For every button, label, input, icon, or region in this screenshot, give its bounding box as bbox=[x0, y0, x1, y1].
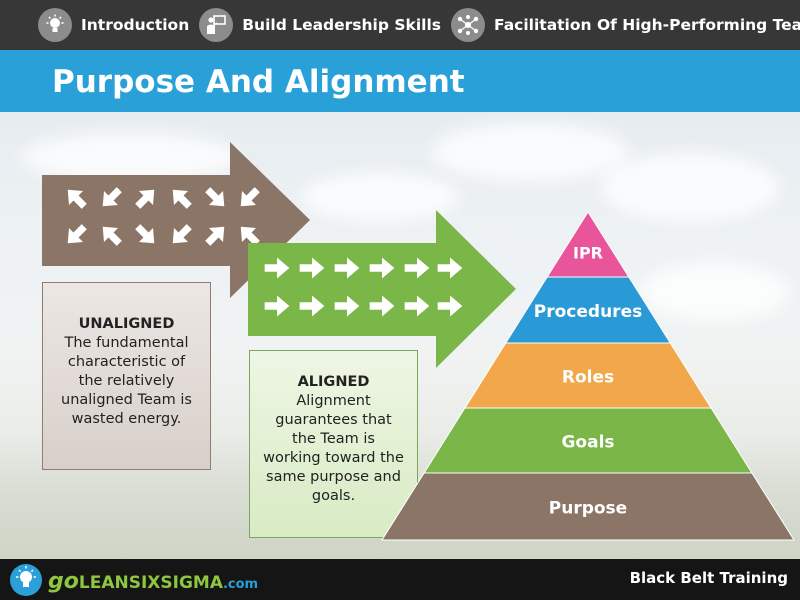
chaotic-arrow-icon bbox=[205, 187, 225, 207]
aligned-arrow-icon bbox=[299, 295, 325, 317]
aligned-arrow-icon bbox=[404, 257, 430, 279]
chaotic-arrow-icon bbox=[67, 189, 87, 209]
chaotic-arrow-icon bbox=[102, 187, 122, 207]
top-navigation: Introduction Build Leadership Skills bbox=[0, 0, 800, 50]
chaotic-arrow-icon bbox=[205, 226, 225, 246]
chaotic-arrow-icon bbox=[240, 226, 260, 246]
footer: goLEANSIXSIGMA.com Black Belt Training bbox=[0, 559, 800, 600]
nav-item-build-leadership-skills[interactable]: Build Leadership Skills bbox=[199, 0, 441, 50]
nav-label: Facilitation Of High-Performing Teams bbox=[494, 16, 800, 34]
chaotic-arrow-icon bbox=[172, 189, 192, 209]
unaligned-chaos-arrows bbox=[67, 187, 260, 246]
aligned-arrow-icon bbox=[299, 257, 325, 279]
chaotic-arrow-icon bbox=[102, 226, 122, 246]
aligned-arrow-icon bbox=[369, 257, 395, 279]
lightbulb-icon bbox=[38, 8, 72, 42]
chaotic-arrow-icon bbox=[172, 224, 192, 244]
brand-go: go bbox=[48, 569, 79, 594]
aligned-arrow-icon bbox=[334, 257, 360, 279]
aligned-arrow-icon bbox=[437, 257, 463, 279]
chaotic-arrow-icon bbox=[135, 189, 155, 209]
pyramid-label: IPR bbox=[573, 244, 603, 263]
team-network-icon bbox=[451, 8, 486, 42]
brand-logo: goLEANSIXSIGMA.com bbox=[48, 569, 258, 594]
pyramid-label: Goals bbox=[561, 433, 614, 453]
aligned-arrow-icon bbox=[437, 295, 463, 317]
pyramid-label: Purpose bbox=[549, 499, 627, 519]
lightbulb-logo-icon bbox=[8, 562, 44, 600]
aligned-arrow-icon bbox=[334, 295, 360, 317]
aligned-arrow-icon bbox=[404, 295, 430, 317]
course-name: Black Belt Training bbox=[629, 569, 788, 587]
chaotic-arrow-icon bbox=[240, 187, 260, 207]
unaligned-heading: UNALIGNED bbox=[78, 316, 175, 332]
nav-label: Build Leadership Skills bbox=[242, 16, 442, 34]
brand-tld: .com bbox=[222, 577, 259, 592]
unaligned-arrow bbox=[42, 142, 310, 298]
aligned-heading: ALIGNED bbox=[297, 374, 370, 390]
title-bar: Purpose And Alignment bbox=[0, 50, 800, 112]
aligned-small-arrows bbox=[264, 257, 463, 317]
nav-item-introduction[interactable]: Introduction bbox=[38, 0, 189, 50]
aligned-arrow-icon bbox=[264, 257, 290, 279]
aligned-arrow-icon bbox=[369, 295, 395, 317]
nav-item-facilitation[interactable]: Facilitation Of High-Performing Teams bbox=[451, 0, 800, 50]
aligned-arrow bbox=[248, 210, 516, 368]
page-title: Purpose And Alignment bbox=[52, 64, 465, 100]
pyramid-level-purpose bbox=[381, 472, 795, 541]
chaotic-arrow-icon bbox=[135, 224, 155, 244]
unaligned-textbox: UNALIGNED The fundamental characteristic… bbox=[42, 282, 211, 470]
nav-label: Introduction bbox=[81, 16, 190, 34]
aligned-textbox: ALIGNED Alignment guarantees that the Te… bbox=[249, 350, 418, 538]
aligned-arrow-icon bbox=[264, 295, 290, 317]
brand-main: LEANSIXSIGMA bbox=[78, 573, 223, 593]
unaligned-body: The fundamental characteristic of the re… bbox=[61, 335, 192, 427]
pyramid-label: Roles bbox=[562, 368, 614, 388]
chaotic-arrow-icon bbox=[67, 224, 87, 244]
pyramid-label: Procedures bbox=[534, 302, 642, 322]
presenter-icon bbox=[199, 8, 234, 42]
aligned-body: Alignment guarantees that the Team is wo… bbox=[263, 393, 404, 504]
